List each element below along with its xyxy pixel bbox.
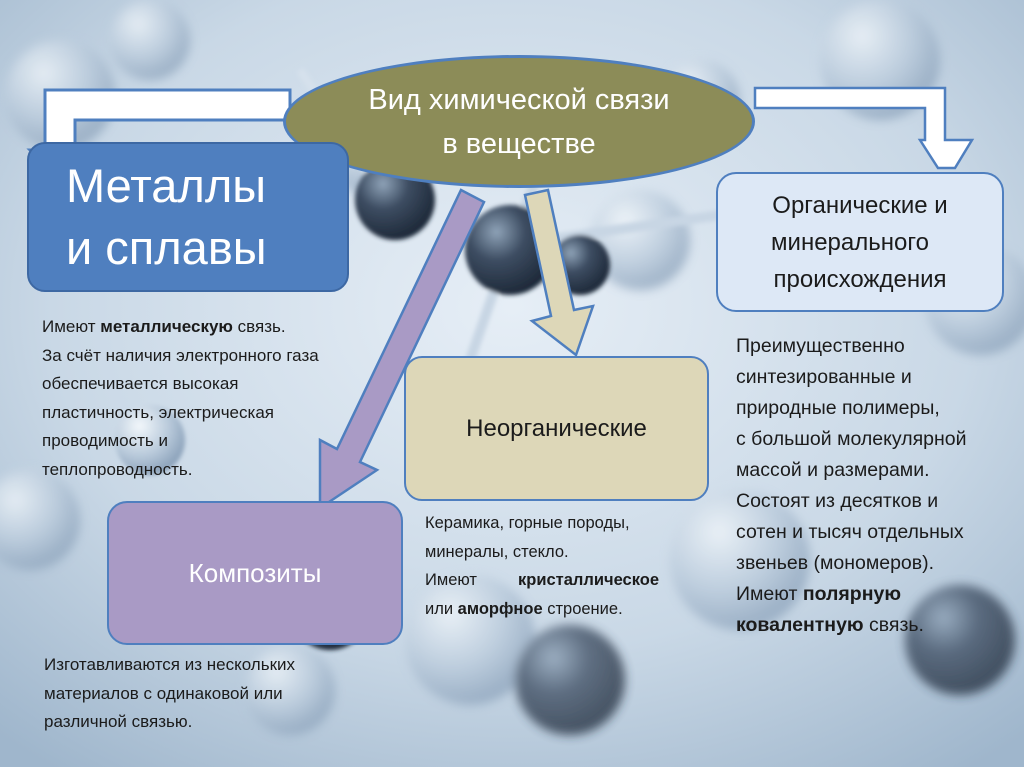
organic-title-line2: минерального (771, 228, 929, 256)
metals-description: Имеют металлическую связь. За счёт налич… (42, 313, 319, 484)
inorganic-title: Неорганические (466, 414, 647, 442)
organic-desc-line9: Имеют полярную (736, 583, 901, 605)
organic-desc-line7: сотен и тысяч отдельных (736, 521, 964, 543)
inorganic-desc-line1: Керамика, горные породы, (425, 514, 630, 532)
composites-desc-line2: материалов с одинаковой или (44, 683, 283, 703)
organic-title-line1: Органические и (772, 191, 948, 219)
inorganic-desc-line4: или аморфное строение. (425, 599, 623, 618)
metals-desc-line2: За счёт наличия электронного газа (42, 345, 319, 365)
arrow-to-organic (753, 86, 975, 170)
metals-title-line1: Металлы (66, 159, 267, 212)
center-topic: Вид химической связи в веществе (283, 55, 755, 188)
arrow-to-inorganic (523, 188, 595, 358)
metals-desc-line4: пластичность, электрическая (42, 402, 274, 422)
organic-desc-line8: звеньев (мономеров). (736, 552, 935, 574)
organic-box: Органические и минерального происхождени… (716, 172, 1004, 312)
organic-desc-line2: синтезированные и (736, 366, 912, 388)
inorganic-box: Неорганические (404, 356, 709, 501)
composites-box: Композиты (107, 501, 403, 645)
metals-box: Металлы и сплавы (27, 142, 349, 292)
metals-title-line2: и сплавы (66, 221, 267, 274)
organic-desc-line5: массой и размерами. (736, 459, 930, 481)
center-topic-line2: в веществе (442, 127, 596, 160)
organic-description: Преимущественно синтезированные и природ… (736, 331, 967, 641)
composites-desc-line1: Изготавливаются из нескольких (44, 655, 295, 674)
composites-title: Композиты (188, 557, 322, 588)
inorganic-desc-line2: минералы, стекло. (425, 542, 569, 561)
organic-desc-line1: Преимущественно (736, 335, 905, 357)
arrow-to-composites (318, 188, 486, 511)
organic-desc-line10: ковалентную связь. (736, 614, 924, 636)
metals-desc-line1: Имеют металлическую связь. (42, 317, 286, 336)
metals-desc-line3: обеспечивается высокая (42, 374, 239, 393)
metals-desc-line5: проводимость и (42, 431, 168, 450)
organic-desc-line3: природные полимеры, (736, 397, 940, 419)
inorganic-description: Керамика, горные породы, минералы, стекл… (425, 509, 659, 623)
organic-desc-line4: с большой молекулярной (736, 428, 967, 450)
composites-desc-line3: различной связью. (44, 712, 193, 731)
organic-title-line3: происхождения (773, 265, 947, 293)
composites-description: Изготавливаются из нескольких материалов… (44, 651, 295, 737)
metals-desc-line6: теплопроводность. (42, 459, 193, 479)
center-topic-line1: Вид химической связи (368, 83, 670, 116)
organic-desc-line6: Состоят из десятков и (736, 490, 939, 512)
